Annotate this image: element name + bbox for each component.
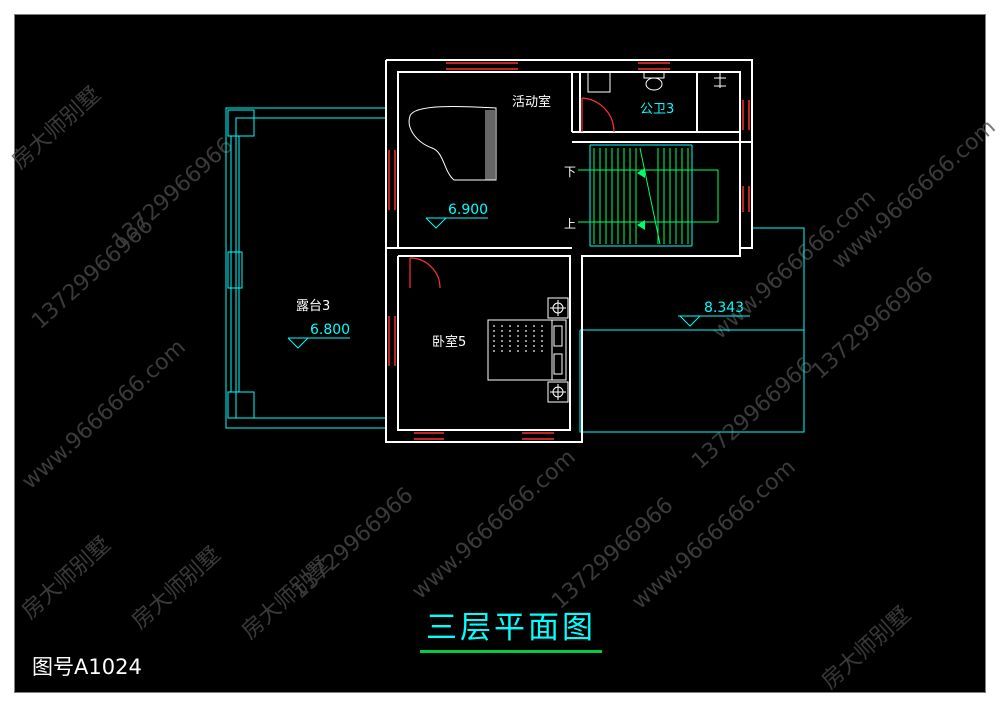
roof-outline: [579, 227, 805, 433]
bed-dot: [501, 340, 503, 342]
bed-dot: [517, 340, 519, 342]
stair-down-label: 下: [564, 165, 576, 179]
bed-dot: [533, 340, 535, 342]
plan-title: 三层平面图: [426, 610, 596, 646]
bed-icon: [487, 297, 569, 403]
bed-dot: [525, 345, 527, 347]
terrace-outline: [225, 107, 387, 429]
bed-dot: [501, 335, 503, 337]
bed-dot: [517, 330, 519, 332]
bed-dot: [509, 345, 511, 347]
bed-dot: [541, 325, 543, 327]
bed-dot: [541, 330, 543, 332]
bed-dot: [509, 330, 511, 332]
bed-dot: [493, 350, 495, 352]
room-label-bath: 公卫3: [640, 102, 674, 117]
bed-dot: [501, 345, 503, 347]
bed-dot: [517, 345, 519, 347]
drawing-number: 图号A1024: [32, 655, 142, 679]
plan-title-block: 三层平面图: [420, 608, 602, 653]
bed-dot: [525, 350, 527, 352]
bed-dot: [493, 340, 495, 342]
bed-dot: [517, 350, 519, 352]
bed-dot: [517, 335, 519, 337]
stair-up-label: 上: [564, 217, 576, 231]
bed-dot: [525, 330, 527, 332]
elevation-markers: [287, 217, 750, 349]
bed-dot: [509, 340, 511, 342]
bed-dot: [533, 345, 535, 347]
bed-dot: [509, 335, 511, 337]
room-label-activity: 活动室: [512, 94, 551, 110]
drawing-frame: [14, 14, 986, 693]
bed-dot: [533, 335, 535, 337]
bath-fixtures: [587, 71, 726, 93]
bed-dot: [501, 325, 503, 327]
title-underline: [420, 650, 602, 653]
room-label-terrace: 露台3: [296, 299, 330, 314]
bed-dot: [541, 340, 543, 342]
bed-dot: [493, 345, 495, 347]
stair: [578, 144, 719, 247]
piano-icon: [408, 105, 497, 181]
bed-dot: [533, 325, 535, 327]
bed-pattern: [493, 325, 543, 352]
bed-dot: [517, 325, 519, 327]
bed-dot: [541, 345, 543, 347]
bed-dot: [501, 350, 503, 352]
bed-dot: [525, 340, 527, 342]
doors: [409, 97, 615, 289]
bed-dot: [493, 325, 495, 327]
bed-dot: [533, 330, 535, 332]
bed-dot: [541, 350, 543, 352]
bed-dot: [525, 325, 527, 327]
walls: [385, 59, 753, 443]
elevation-terrace: 6.800: [310, 322, 350, 338]
room-label-bedroom: 卧室5: [432, 334, 466, 350]
elevation-roof: 8.343: [704, 300, 744, 316]
bed-dot: [501, 330, 503, 332]
windows: [388, 62, 750, 440]
bed-dot: [509, 325, 511, 327]
bed-dot: [493, 330, 495, 332]
bed-dot: [533, 350, 535, 352]
bed-dot: [541, 335, 543, 337]
bed-dot: [493, 335, 495, 337]
bed-dot: [525, 335, 527, 337]
elevation-activity: 6.900: [448, 202, 488, 218]
bed-dot: [509, 350, 511, 352]
